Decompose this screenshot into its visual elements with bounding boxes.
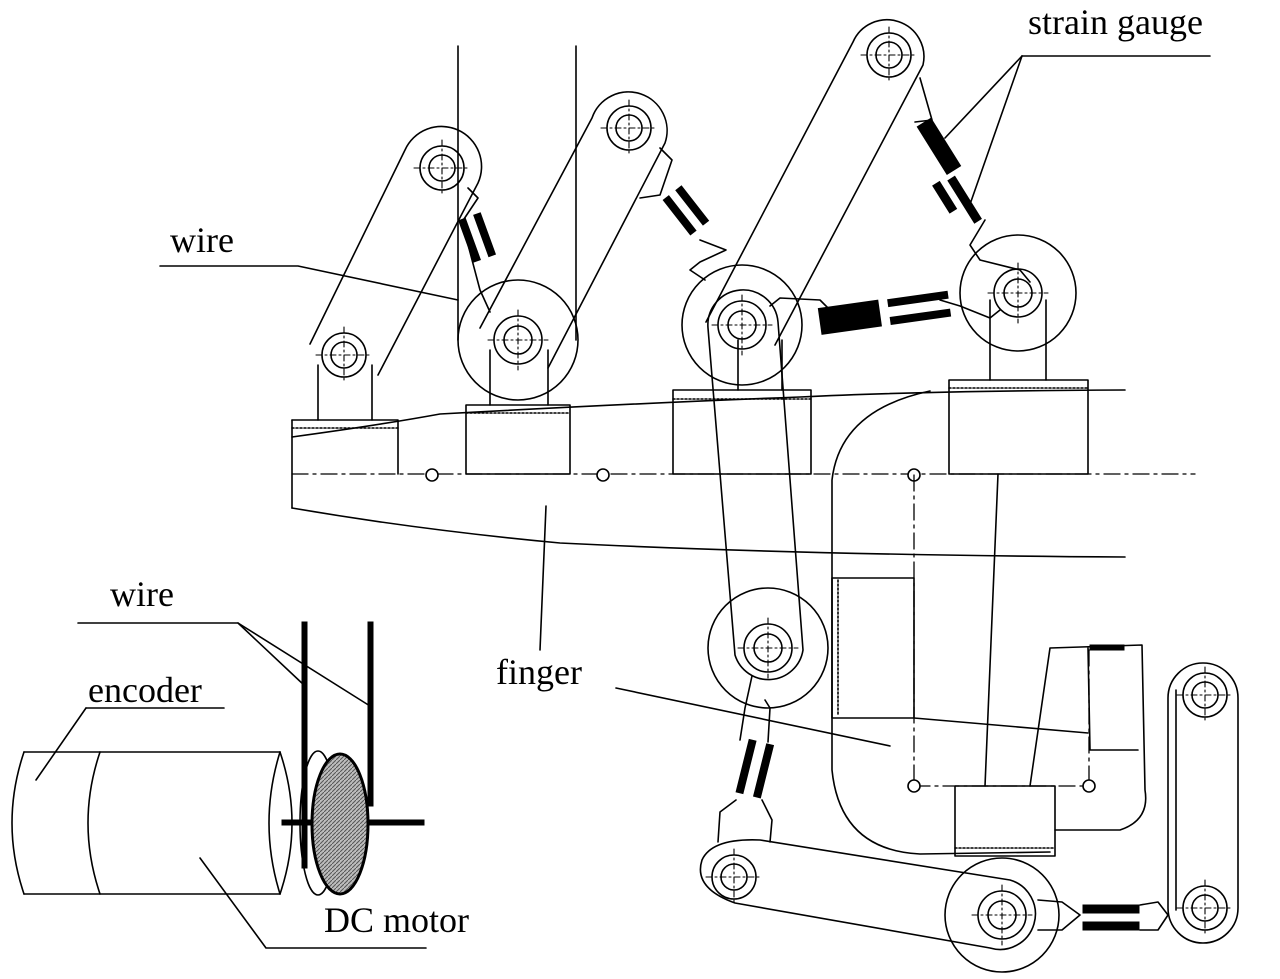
dc-motor-face (310, 752, 370, 896)
label-wire-top: wire (170, 220, 234, 260)
label-dc-motor: DC motor (324, 900, 470, 940)
links (309, 19, 1239, 951)
pulleys (457, 234, 1077, 973)
joint-stands (317, 299, 1047, 421)
finger-wires (159, 45, 1211, 747)
finger-body (291, 379, 1196, 558)
label-encoder: encoder (88, 670, 202, 710)
curved-link (831, 390, 1147, 857)
label-finger: finger (496, 652, 582, 692)
joint-pins (315, 26, 1234, 946)
spring-connectors (461, 77, 1169, 931)
strain-gauges (281, 117, 1140, 931)
label-wire-bottom: wire (110, 574, 174, 614)
label-strain-gauge: strain gauge (1028, 2, 1203, 42)
